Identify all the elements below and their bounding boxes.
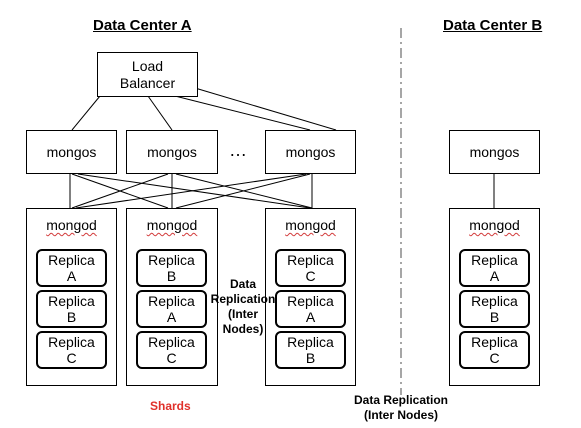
replica-label: Replica (48, 293, 95, 309)
replica-box: Replica C (459, 331, 530, 369)
replica-box: Replica B (275, 331, 346, 369)
mongod-label: mongod (46, 217, 97, 233)
mongod-label: mongod (146, 217, 198, 233)
replica-id: A (305, 309, 316, 325)
replica-label: Replica (48, 334, 95, 350)
mongod-label: mongod (469, 217, 520, 233)
replica-box: Replica A (275, 290, 346, 328)
mongos-box-3: mongos (265, 130, 356, 174)
replica-label: Replica (287, 252, 334, 268)
replica-box: Replica B (459, 290, 530, 328)
shard-box-dcb: mongod Replica A Replica B Replica C (449, 208, 540, 386)
replica-label: Replica (471, 334, 518, 350)
load-balancer-label-line2: Balancer (119, 74, 176, 91)
mongos-box-2: mongos (126, 130, 218, 174)
mongod-label: mongod (285, 217, 336, 233)
line-lb-mongos-3 (174, 95, 311, 131)
replica-label: Replica (287, 293, 334, 309)
replica-box: Replica A (36, 249, 107, 287)
replica-id: A (66, 268, 77, 284)
replica-box: Replica C (36, 331, 107, 369)
replica-id: C (305, 268, 316, 284)
data-center-a-title: Data Center A (93, 17, 192, 34)
load-balancer-label-line1: Load (131, 57, 164, 74)
replica-id: A (489, 268, 500, 284)
replica-label: Replica (148, 293, 195, 309)
replica-id: C (489, 350, 500, 366)
line-lb-mongos-4 (194, 87, 337, 131)
replica-box: Replica A (459, 249, 530, 287)
data-center-b-title: Data Center B (443, 17, 543, 34)
data-replication-note-intra: Data Replication (Inter Nodes) (210, 277, 276, 336)
replica-label: Replica (48, 252, 95, 268)
replica-box: Replica B (136, 249, 207, 287)
replica-box: Replica C (275, 249, 346, 287)
shard-box-1: mongod Replica A Replica B Replica C (26, 208, 117, 386)
line-lb-mongos-2 (147, 95, 173, 131)
mongos-box-dcb: mongos (449, 130, 540, 174)
mongos-box-1: mongos (26, 130, 117, 174)
shards-label: Shards (150, 399, 191, 413)
replica-label: Replica (471, 293, 518, 309)
replica-id: C (166, 350, 177, 366)
replica-label: Replica (471, 252, 518, 268)
replica-label: Replica (148, 334, 195, 350)
replica-box: Replica C (136, 331, 207, 369)
load-balancer-box: Load Balancer (97, 52, 198, 97)
data-replication-note-inter: Data Replication (Inter Nodes) (353, 393, 449, 422)
line-lb-mongos-1 (71, 95, 101, 131)
line-mesh-4 (71, 173, 169, 209)
replica-id: B (305, 350, 316, 366)
mongos-ellipsis: … (229, 140, 248, 160)
line-mesh-7 (75, 173, 307, 209)
replica-box: Replica B (36, 290, 107, 328)
replica-label: Replica (287, 334, 334, 350)
shard-box-2: mongod Replica B Replica A Replica C (126, 208, 218, 386)
replica-id: C (66, 350, 77, 366)
line-mesh-8 (175, 173, 311, 209)
shard-box-3: mongod Replica C Replica A Replica B (265, 208, 356, 386)
replica-id: B (489, 309, 500, 325)
replica-id: B (66, 309, 77, 325)
replica-id: A (166, 309, 177, 325)
replica-id: B (166, 268, 177, 284)
replica-label: Replica (148, 252, 195, 268)
replica-box: Replica A (136, 290, 207, 328)
